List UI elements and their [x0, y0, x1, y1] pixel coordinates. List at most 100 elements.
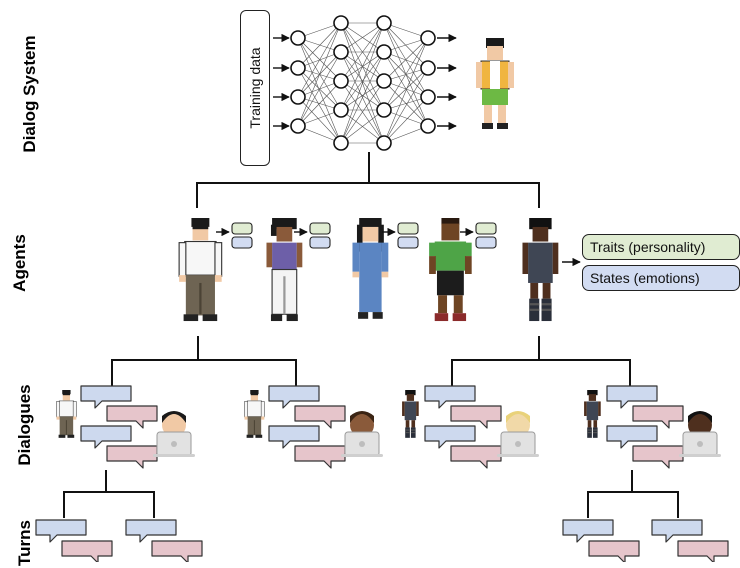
mini-traits-box [475, 222, 497, 235]
training-data-box: Training data [240, 10, 270, 166]
agent-avatar-5 [522, 218, 559, 322]
turn-bubble-agent [61, 540, 113, 562]
mini-states-box [475, 236, 497, 249]
mini-traits-box [397, 222, 419, 235]
user-face-icon [350, 413, 374, 437]
mini-states-box [397, 236, 419, 249]
nn-connection [340, 51, 385, 111]
user-hair-icon [162, 411, 186, 423]
nn-connection [383, 22, 429, 69]
speech-bubble-user [268, 385, 320, 409]
nn-connection [297, 67, 342, 144]
nn-connection [297, 22, 342, 69]
speech-bubble-user [606, 425, 658, 449]
user-hair-icon [688, 411, 712, 423]
agent-avatar-2 [265, 217, 303, 322]
user-face-icon [162, 413, 186, 437]
nn-node [290, 30, 306, 46]
nn-node [376, 44, 392, 60]
user-face-icon [688, 413, 712, 437]
laptop-icon [496, 431, 540, 458]
user-face-icon [506, 413, 530, 437]
nn-node [376, 102, 392, 118]
mini-states-box [231, 236, 253, 249]
nn-connection [340, 80, 385, 144]
speech-bubble-agent [632, 445, 684, 469]
nn-connection [383, 67, 429, 144]
speech-bubble-user [424, 425, 476, 449]
nn-connection [297, 51, 342, 127]
laptop-icon [152, 431, 196, 458]
speech-bubble-user [80, 385, 132, 409]
mini-states-box [309, 236, 331, 249]
nn-node [420, 30, 436, 46]
nn-connection [383, 125, 429, 144]
speech-bubble-agent [450, 405, 502, 429]
nn-node [290, 89, 306, 105]
nn-node [420, 118, 436, 134]
nn-connection [383, 37, 429, 111]
dialogue-agent-avatar [56, 389, 77, 439]
nn-connection [340, 109, 385, 144]
nn-connection [297, 96, 342, 144]
nn-node [333, 44, 349, 60]
mini-traits-box [231, 222, 253, 235]
laptop-icon [340, 431, 384, 458]
user-hair-icon [506, 411, 530, 423]
agent-avatar-4 [429, 218, 472, 322]
dialogue-agent-avatar [584, 390, 601, 438]
turn-bubble-agent [151, 540, 203, 562]
turn-bubble-user [125, 519, 177, 543]
speech-bubble-agent [294, 405, 346, 429]
nn-node [376, 73, 392, 89]
speech-bubble-agent [294, 445, 346, 469]
nn-connection [297, 37, 342, 144]
nn-node [290, 118, 306, 134]
speech-bubble-user [606, 385, 658, 409]
agent-avatar-3 [352, 218, 389, 319]
speech-bubble-agent [450, 445, 502, 469]
speech-bubble-user [80, 425, 132, 449]
nn-connection [340, 22, 385, 82]
nn-connection [297, 22, 342, 98]
nn-node [333, 135, 349, 151]
nn-connection [297, 80, 342, 127]
nn-connection [383, 51, 429, 69]
nn-node [290, 60, 306, 76]
nn-node [333, 15, 349, 31]
nn-connection [383, 37, 429, 144]
nn-connection [340, 51, 385, 144]
nn-connection [297, 22, 342, 127]
agent-avatar-1 [178, 217, 223, 322]
nn-connection [383, 109, 429, 127]
speech-bubble-user [268, 425, 320, 449]
turn-bubble-user [35, 519, 87, 543]
nn-node [333, 102, 349, 118]
turn-bubble-user [562, 519, 614, 543]
laptop-icon [678, 431, 722, 458]
user-hair-icon [350, 411, 374, 423]
nn-connection [383, 96, 429, 144]
turn-bubble-agent [677, 540, 729, 562]
nn-connection [383, 67, 429, 111]
speech-bubble-agent [106, 445, 158, 469]
nn-connection [340, 22, 385, 53]
nn-node [376, 15, 392, 31]
nn-node [420, 60, 436, 76]
speech-bubble-agent [632, 405, 684, 429]
nn-connection [340, 80, 385, 111]
nn-connection [383, 37, 429, 82]
speech-bubble-agent [106, 405, 158, 429]
dialogue-agent-avatar [244, 389, 265, 439]
nn-node [333, 73, 349, 89]
dialogue-agent-avatar [402, 390, 419, 438]
mini-traits-box [309, 222, 331, 235]
nn-node [376, 135, 392, 151]
turn-bubble-user [651, 519, 703, 543]
dialog-system-avatar [475, 37, 515, 130]
traits-pill: Traits (personality) [582, 234, 740, 260]
turn-bubble-agent [588, 540, 640, 562]
nn-connection [340, 22, 385, 144]
